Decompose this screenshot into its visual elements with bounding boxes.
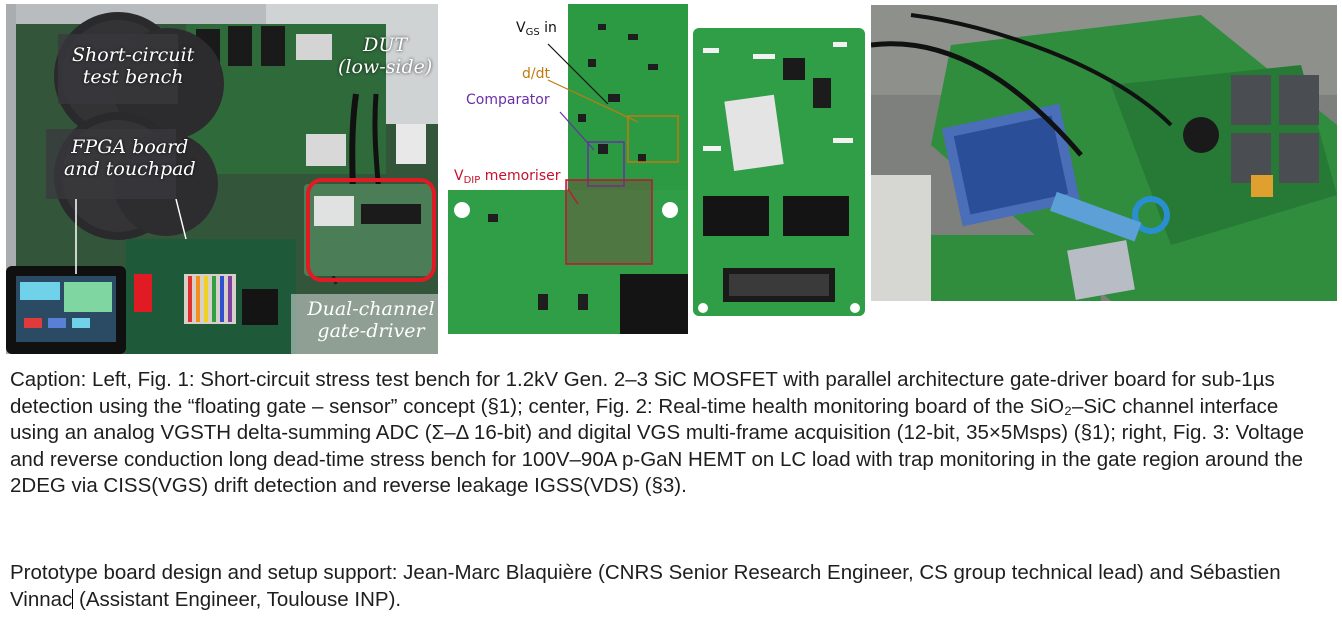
adc-board-illustration bbox=[693, 28, 865, 316]
credits-text-part1: Prototype board design and setup support… bbox=[10, 561, 1281, 611]
text-cursor bbox=[72, 588, 74, 609]
figure-2-adc-board-photo bbox=[693, 28, 865, 316]
label-comparator: Comparator bbox=[466, 92, 550, 108]
test-bench-illustration bbox=[6, 4, 438, 354]
label-vgs-in: VGS in bbox=[516, 20, 557, 38]
label-dut-low-side: DUT(low-side) bbox=[338, 34, 433, 79]
credits-paragraph: Prototype board design and setup support… bbox=[10, 560, 1330, 613]
label-ddt: d/dt bbox=[522, 66, 550, 82]
label-vdip-memoriser: VDIP memoriser bbox=[454, 168, 561, 186]
figure-3-photo bbox=[871, 5, 1337, 301]
credits-text-part2: (Assistant Engineer, Toulouse INP). bbox=[73, 587, 402, 611]
gan-stress-bench-illustration bbox=[871, 5, 1337, 301]
figure-2-board-photo: VGS in d/dt Comparator VDIP memoriser bbox=[448, 4, 688, 334]
monitoring-board-illustration bbox=[448, 4, 688, 334]
figure-caption: Caption: Left, Fig. 1: Short-circuit str… bbox=[10, 368, 1304, 497]
